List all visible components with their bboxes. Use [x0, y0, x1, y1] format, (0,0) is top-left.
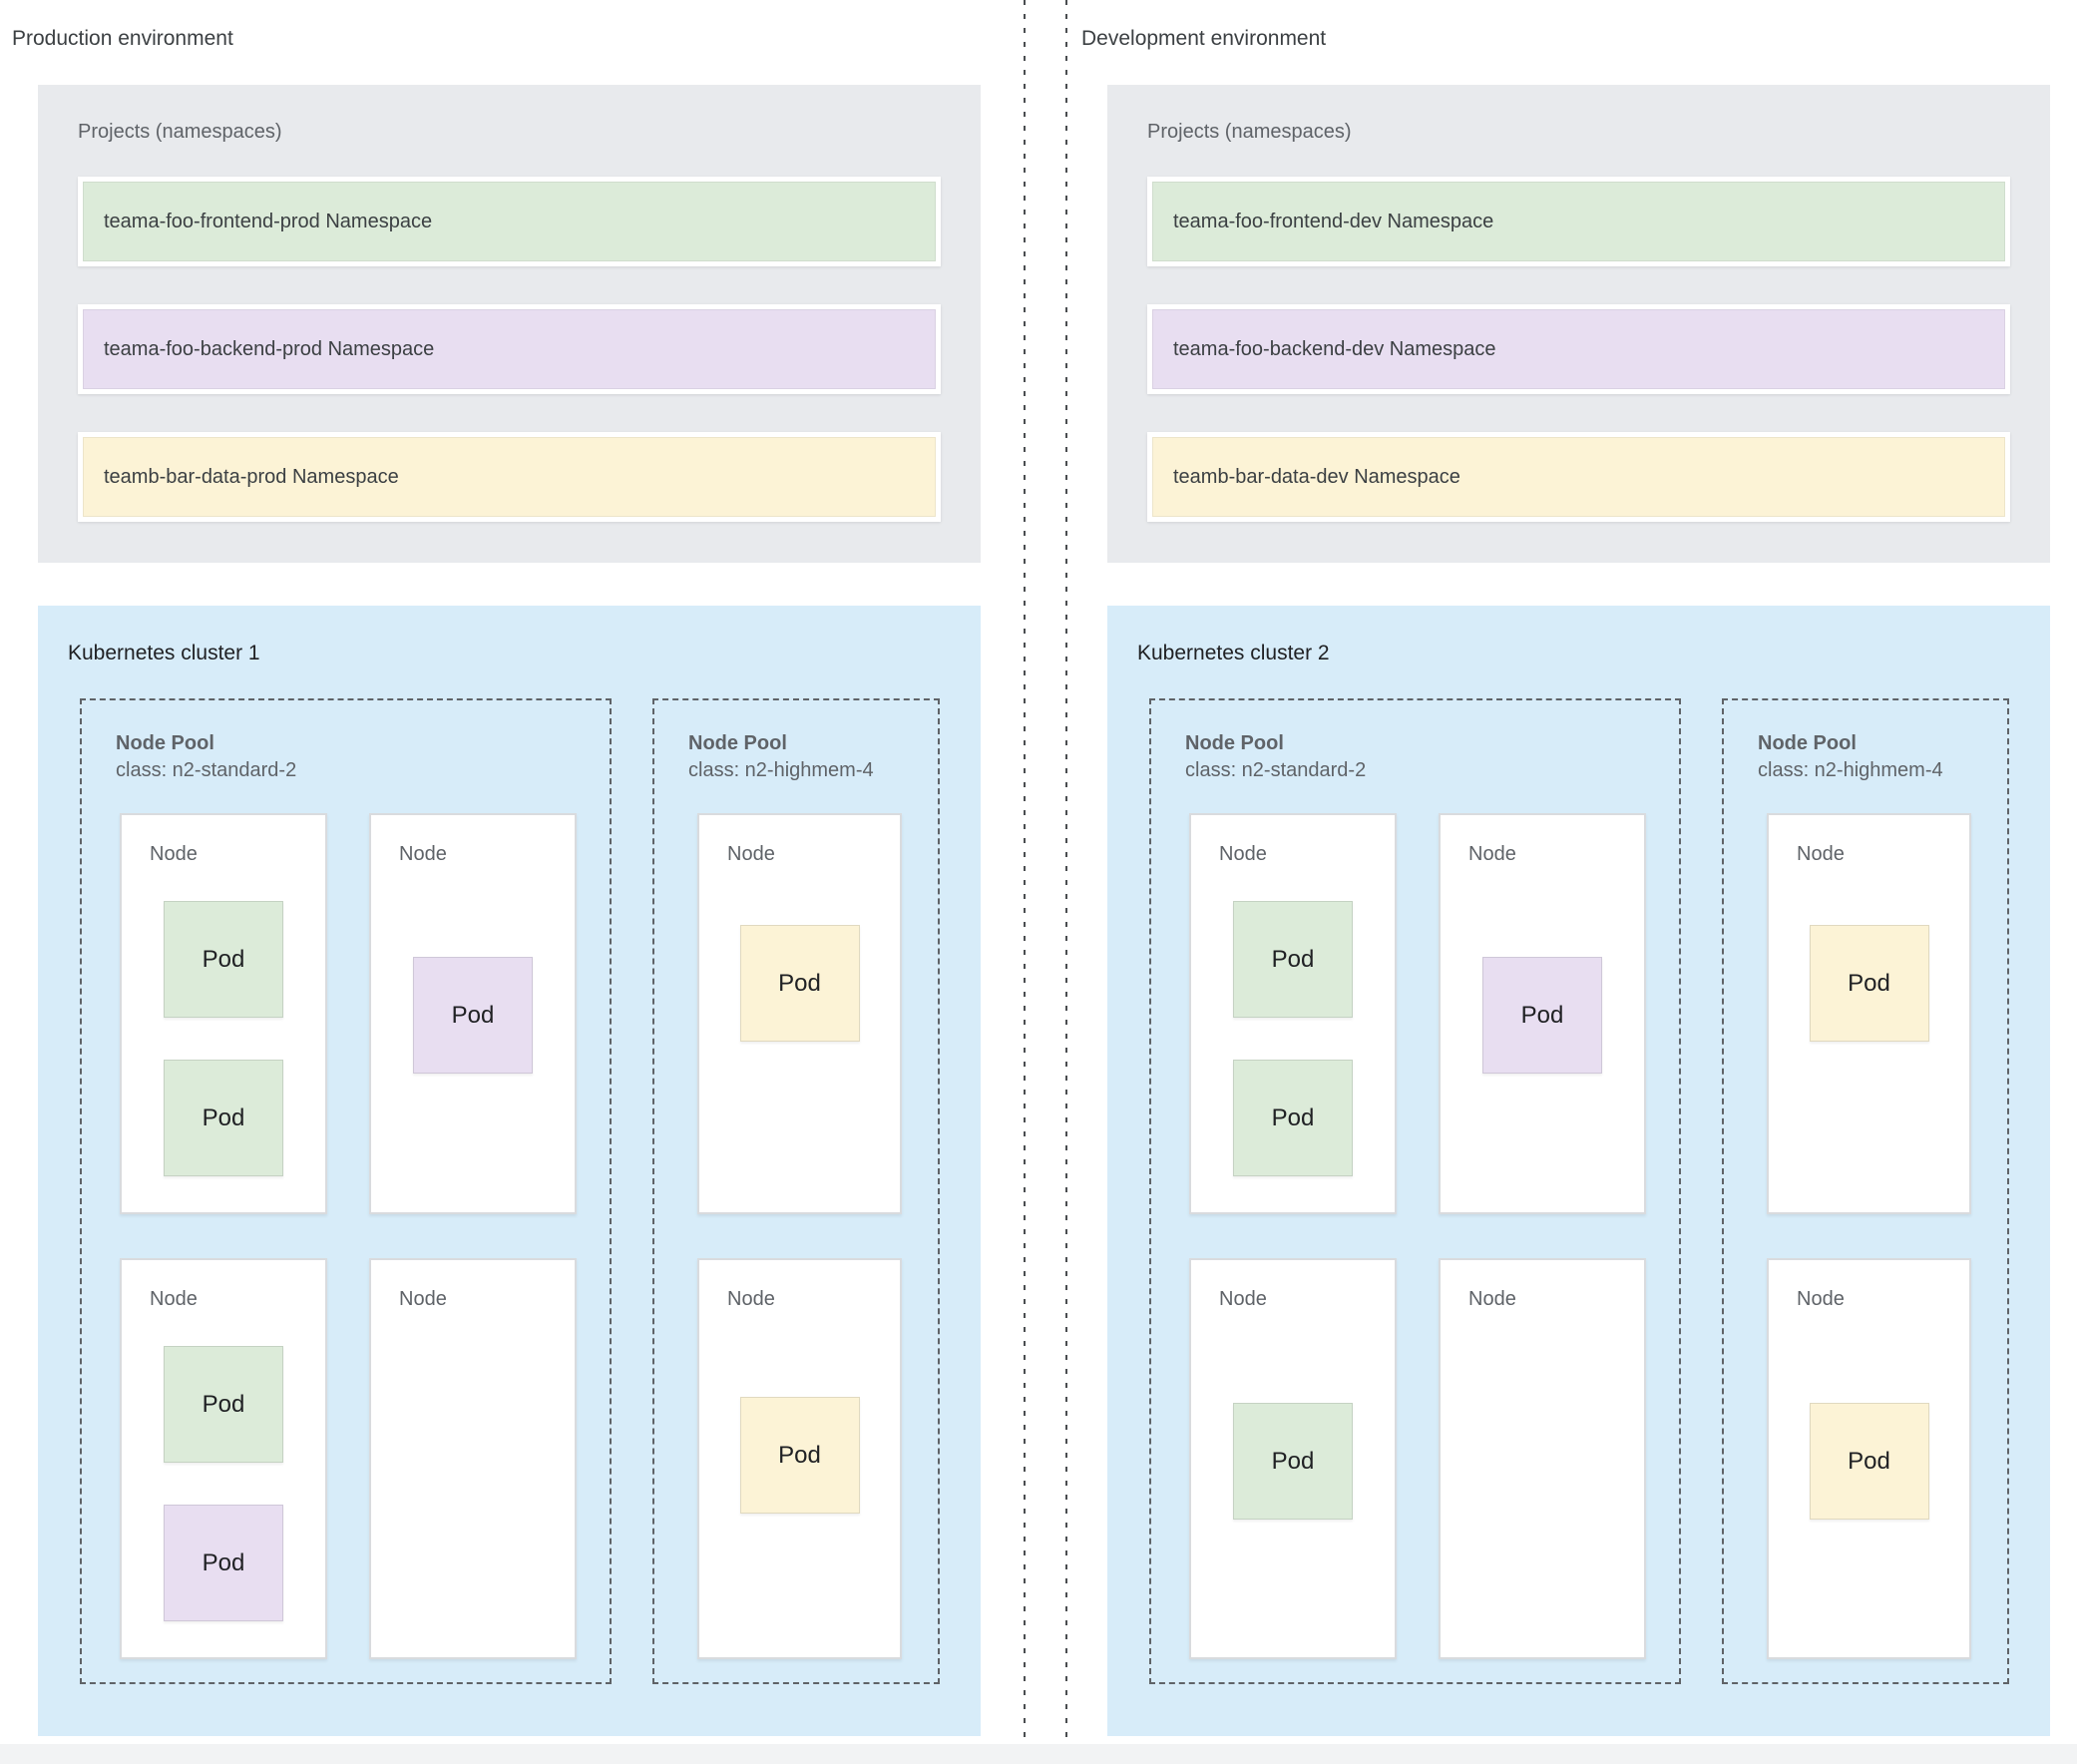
environment-title: Production environment	[12, 27, 233, 50]
namespace-fill: teama-foo-frontend-prod Namespace	[83, 182, 936, 261]
node-label: Node	[727, 843, 775, 865]
pod-label: Pod	[1271, 1447, 1315, 1475]
projects-box: Projects (namespaces) teama-foo-frontend-…	[1107, 85, 2050, 563]
node-label: Node	[150, 1288, 198, 1310]
node-label: Node	[1468, 1288, 1516, 1310]
pod-label: Pod	[1520, 1001, 1564, 1029]
pod: Pod	[1233, 901, 1353, 1018]
environment-title: Development environment	[1081, 27, 1327, 50]
pod: Pod	[739, 1397, 860, 1514]
node-label: Node	[150, 843, 198, 865]
pod: Pod	[413, 957, 533, 1074]
node-label: Node	[1797, 843, 1845, 865]
projects-box: Projects (namespaces) teama-foo-frontend-…	[38, 85, 981, 563]
namespace-label: teama-foo-backend-prod Namespace	[104, 337, 435, 360]
namespace-fill: teamb-bar-data-prod Namespace	[83, 437, 936, 517]
namespace-bar: teamb-bar-data-prod Namespace	[78, 432, 941, 522]
node-pool-class: class: n2-standard-2	[1185, 759, 1367, 781]
node: Node	[1439, 1258, 1646, 1659]
namespace-fill: teama-foo-backend-prod Namespace	[83, 309, 936, 389]
environment-divider-line-right	[1065, 0, 1067, 1764]
node-pool-class: class: n2-highmem-4	[1758, 759, 1943, 781]
node-label: Node	[399, 843, 447, 865]
node: Node	[369, 1258, 577, 1659]
node-pool-title: Node Pool class: n2-highmem-4	[1758, 730, 1943, 784]
namespace-fill: teama-foo-frontend-dev Namespace	[1152, 182, 2005, 261]
pod-label: Pod	[1271, 945, 1315, 973]
pod: Pod	[164, 1505, 283, 1621]
node-label: Node	[1797, 1288, 1845, 1310]
namespace-label: teama-foo-frontend-prod Namespace	[104, 210, 433, 232]
pod: Pod	[1233, 1403, 1353, 1520]
node-label: Node	[727, 1288, 775, 1310]
node-pool-title: Node Pool class: n2-standard-2	[116, 730, 296, 784]
pod-label: Pod	[451, 1001, 495, 1029]
node-pool-title: Node Pool class: n2-highmem-4	[688, 730, 874, 784]
pod: Pod	[164, 1060, 283, 1176]
node-pool-name: Node Pool	[688, 732, 787, 754]
pod-label: Pod	[202, 1103, 245, 1131]
pod-label: Pod	[1271, 1103, 1315, 1131]
node-label: Node	[1219, 843, 1267, 865]
projects-title: Projects (namespaces)	[78, 121, 282, 143]
pod: Pod	[1809, 925, 1929, 1042]
pod: Pod	[1482, 957, 1602, 1074]
pod-label: Pod	[1848, 1447, 1890, 1475]
environment-divider-line-left	[1024, 0, 1026, 1764]
pod: Pod	[1809, 1403, 1929, 1520]
node-pool-class: class: n2-standard-2	[116, 759, 297, 781]
node-pool-class: class: n2-highmem-4	[688, 759, 874, 781]
namespace-label: teamb-bar-data-dev Namespace	[1173, 465, 1460, 488]
namespace-bar: teama-foo-frontend-prod Namespace	[78, 177, 941, 266]
pod-label: Pod	[202, 1548, 245, 1576]
pod: Pod	[164, 901, 283, 1018]
cluster-box: Kubernetes cluster 1 Node Pool class: n2-s…	[38, 606, 981, 1736]
node-label: Node	[399, 1288, 447, 1310]
namespace-bar: teama-foo-backend-prod Namespace	[78, 304, 941, 394]
namespace-fill: teamb-bar-data-dev Namespace	[1152, 437, 2005, 517]
pod: Pod	[164, 1346, 283, 1463]
node-pool-name: Node Pool	[116, 732, 214, 754]
pod-label: Pod	[778, 969, 821, 997]
node-label: Node	[1219, 1288, 1267, 1310]
page-bottom-strip	[0, 1744, 2077, 1764]
pod-label: Pod	[1848, 969, 1890, 997]
projects-title: Projects (namespaces)	[1147, 121, 1352, 143]
namespace-label: teamb-bar-data-prod Namespace	[104, 465, 399, 488]
cluster-title: Kubernetes cluster 2	[1137, 642, 1330, 664]
namespace-label: teama-foo-backend-dev Namespace	[1173, 337, 1496, 360]
node-pool-name: Node Pool	[1185, 732, 1284, 754]
namespace-fill: teama-foo-backend-dev Namespace	[1152, 309, 2005, 389]
pod-label: Pod	[202, 945, 245, 973]
cluster-title: Kubernetes cluster 1	[68, 642, 260, 664]
node-pool-title: Node Pool class: n2-standard-2	[1185, 730, 1366, 784]
namespace-bar: teama-foo-frontend-dev Namespace	[1147, 177, 2010, 266]
cluster-box: Kubernetes cluster 2 Node Pool class: n2-s…	[1107, 606, 2050, 1736]
namespace-label: teama-foo-frontend-dev Namespace	[1173, 210, 1494, 232]
pod: Pod	[1233, 1060, 1353, 1176]
namespace-bar: teama-foo-backend-dev Namespace	[1147, 304, 2010, 394]
pod-label: Pod	[202, 1390, 245, 1418]
pod: Pod	[739, 925, 860, 1042]
node-label: Node	[1468, 843, 1516, 865]
node-pool-name: Node Pool	[1758, 732, 1857, 754]
namespace-bar: teamb-bar-data-dev Namespace	[1147, 432, 2010, 522]
pod-label: Pod	[778, 1441, 821, 1469]
